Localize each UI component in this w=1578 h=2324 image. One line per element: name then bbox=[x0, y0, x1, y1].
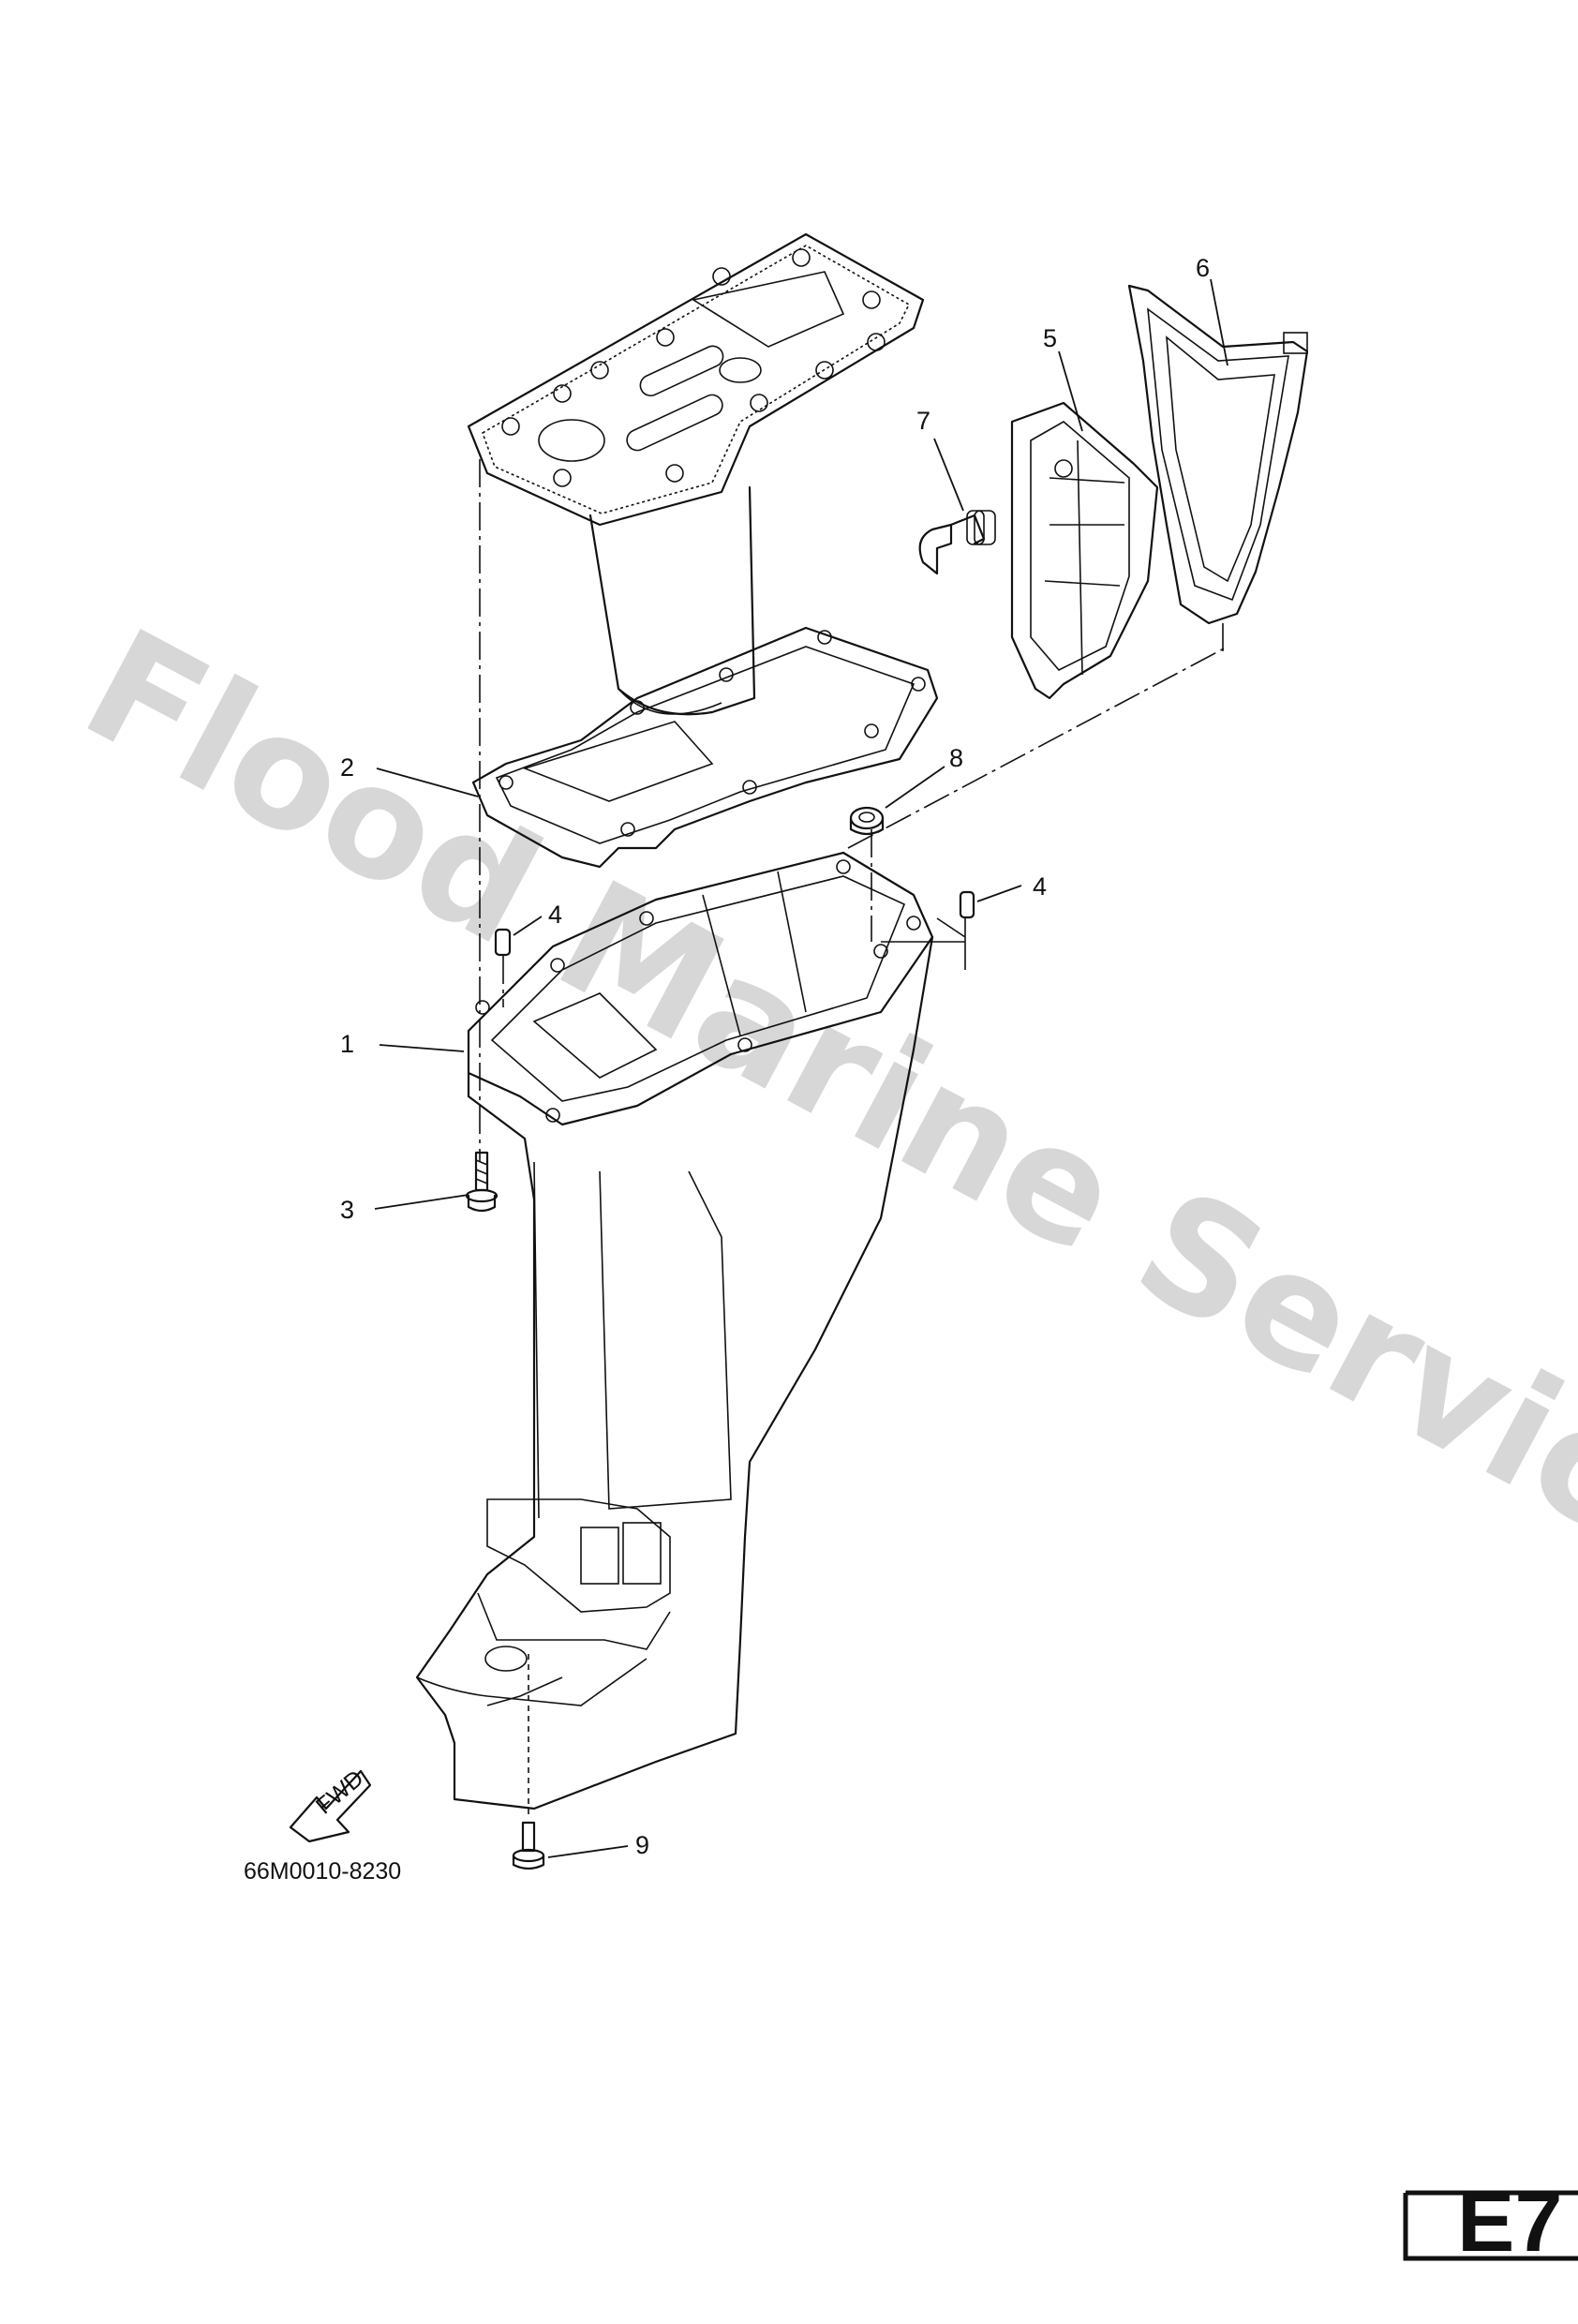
dowel-pin-left bbox=[494, 928, 512, 957]
drawing-code: 66M0010-8230 bbox=[244, 1858, 401, 1885]
callout-9: 9 bbox=[635, 1831, 649, 1859]
callout-3: 3 bbox=[340, 1196, 354, 1224]
callout-5: 5 bbox=[1043, 324, 1057, 352]
rubber-seal-frame bbox=[1127, 284, 1309, 625]
callout-1: 1 bbox=[340, 1030, 354, 1058]
leader-lines bbox=[374, 278, 1228, 1858]
watermark-text: Flood Marine Services bbox=[58, 595, 1578, 1659]
callout-8: 8 bbox=[949, 744, 963, 772]
damper-seal bbox=[1010, 401, 1159, 700]
gasket bbox=[471, 626, 939, 869]
callout-6: 6 bbox=[1196, 254, 1210, 282]
callouts: 2 1 3 4 4 5 6 7 8 9 bbox=[340, 254, 1210, 1859]
callout-2: 2 bbox=[340, 753, 354, 782]
callout-7: 7 bbox=[916, 407, 930, 435]
callout-4-left: 4 bbox=[548, 901, 562, 929]
upper-casing bbox=[415, 851, 934, 1810]
hose bbox=[918, 510, 996, 575]
page-code-box: E7 bbox=[1403, 2174, 1578, 2270]
dowel-pin-right bbox=[959, 890, 975, 919]
page-code: E7 bbox=[1457, 2174, 1563, 2270]
callout-4-right: 4 bbox=[1033, 872, 1047, 901]
screw bbox=[512, 1821, 545, 1870]
fwd-arrow: FWD bbox=[289, 1765, 372, 1843]
grommet bbox=[849, 806, 885, 836]
exhaust-guide-plate bbox=[467, 232, 925, 716]
bolt bbox=[465, 1151, 499, 1213]
alignment-lines bbox=[479, 459, 1228, 1818]
